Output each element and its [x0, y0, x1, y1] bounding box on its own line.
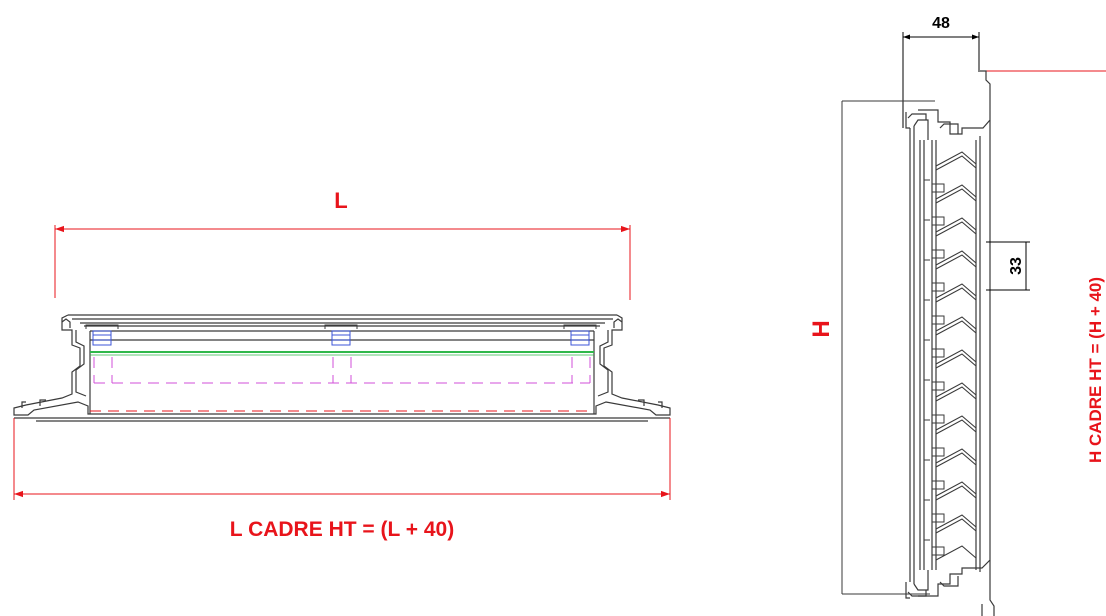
depth-dimension — [902, 32, 980, 128]
bracket-housings — [85, 324, 597, 329]
side-frame-profile — [905, 70, 995, 616]
bracket-left — [92, 330, 112, 346]
frame-width-label: L CADRE HT = (L + 40) — [230, 518, 454, 541]
width-label: L — [334, 188, 347, 213]
depth-label: 48 — [932, 15, 950, 32]
side-view: 48 H — [808, 15, 1106, 616]
height-label: H — [808, 320, 835, 337]
blade-pitch-label: 33 — [1008, 257, 1025, 275]
width-dimension — [54, 225, 631, 300]
frame-height-label: H CADRE HT = (H + 40) — [1086, 277, 1105, 463]
frame-width-dimension — [13, 418, 671, 500]
hidden-lines — [93, 357, 591, 384]
bracket-center — [331, 330, 351, 346]
louvre-blades — [935, 151, 977, 561]
blade-clips — [924, 179, 945, 556]
bracket-right — [570, 330, 590, 346]
front-view: L — [13, 188, 671, 541]
blade-pitch-dimension — [986, 241, 1030, 291]
height-dimension — [841, 100, 935, 595]
